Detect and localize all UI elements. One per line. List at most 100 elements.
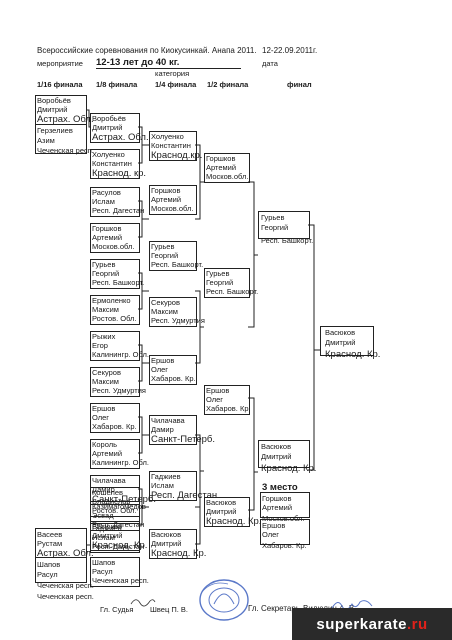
qf-name: Гурьев [151,242,175,251]
qf-name: Дмитрий [151,539,182,548]
r8-region: Ростов. Обл. [92,314,137,323]
qf-name: Георгий [151,251,179,260]
winner-name: Дмитрий [325,338,356,347]
r8-name: Расул [92,567,113,576]
final-slot-2 [258,440,310,468]
r8-slot [90,295,140,325]
sf-region: Краснод. Кр. [206,516,262,527]
qf-slot [149,297,197,327]
r16-name: Шапов [37,560,61,569]
qf-name: Гаджиев [151,472,181,481]
qf-name: Васюков [151,530,182,539]
round-header-r16: 1/16 финала [37,80,83,89]
official-stamp [199,579,249,621]
r8-slot [90,403,140,433]
r8-region: Калинингр. Обл. [92,350,149,359]
r8-slot [90,113,140,143]
r8-region: Астрах. Обл. [92,132,149,143]
tournament-dates: 12-22.09.2011г. [262,46,318,55]
r8-slot [90,521,140,551]
r8-name: Егор [92,341,108,350]
r8-region: Респ. Дагестан [92,206,145,215]
r8-region: Хабаров. Кр. [92,422,137,431]
r16-region: Чеченская респ. [37,581,94,590]
r8-name: Чилачава [92,476,126,485]
qf-name: Олег [151,365,169,374]
qf-name: Чилачава [151,416,185,425]
qf-region: Краснод.кр. [151,150,203,161]
qf-slot [149,131,197,161]
secretary-signature [331,600,373,610]
r8-name: Владислав [92,497,131,506]
r8-name: Холуенко [92,150,125,159]
winner-region: Краснод. Кр. [325,349,381,360]
r8-region: Москов.обл. [92,242,135,251]
watermark-accent: .ru [406,615,428,633]
qf-region: Краснод. Кр. [151,548,207,559]
qf-region: Москов.обл. [151,204,194,213]
final-name: Васюков [261,442,292,451]
r8-region: Респ. Удмуртия [92,386,146,395]
qf-slot [149,529,197,559]
qf-region: Респ. Дагестан [151,490,218,501]
qf-name: Константин [151,141,191,150]
qf-name: Артемий [151,195,182,204]
r8-name: Казимагомедов [92,502,146,511]
qf-slot [149,241,197,271]
judge-signature [130,599,156,607]
r16-name: Васеев [37,530,63,539]
qf-name: Холуенко [151,132,184,141]
qf-slot [149,471,197,501]
sf-region: Респ. Башкорт. [206,287,259,296]
r8-name: Гурьев [92,260,116,269]
r8-region: Краснод. Кр. [92,540,148,551]
r8-name: Васюков [92,522,123,531]
r8-name: Рыжих [92,332,116,341]
third-place-label: 3 место [262,482,298,493]
sf-slot [204,268,250,298]
round-header-r8: 1/8 финала [96,80,138,89]
third-place-name: Горшков [262,494,292,503]
qf-slot [149,415,197,445]
category-value: 12-13 лет до 40 кг. [96,57,180,68]
tournament-title: Всероссийские соревнования по Киокусинка… [37,46,257,55]
qf-name: Горшков [151,186,181,195]
r8-name: Шапов [92,558,116,567]
sf-slot [204,153,250,183]
r8-name: Ермоленко [92,296,131,305]
third-place-name: Олег [262,530,280,539]
r8-name: Горшков [92,224,122,233]
r8-region: Чеченская респ. [92,576,149,585]
winner-name: Васюков [325,328,356,337]
r8-name: Артемий [92,449,123,458]
category-underline [96,68,241,69]
final-slot-1 [258,211,310,239]
r8-name: Гаджиев [92,524,122,533]
r8-name: Эсвад [92,511,114,520]
r8-region: Респ. Башкорт. [92,278,145,287]
sf-name: Гурьев [206,269,230,278]
r16-name: Дмитрий [37,105,68,114]
r8-region: Респ. Дагестан [92,542,145,551]
r8-name: Ислам [92,197,115,206]
final-name: Георгий [261,223,289,232]
final-region: Респ. Башкорт. [261,236,314,245]
r16-match-2-bottom [35,557,87,583]
r8-slot [90,223,140,253]
round-header-final: финал [287,80,312,89]
r8-slot [90,367,140,397]
sf-name: Горшков [206,154,236,163]
final-name: Дмитрий [261,452,292,461]
date-label: дата [262,59,278,68]
r16-name: Рустам [37,539,63,548]
category-label: категория [155,69,190,78]
sf-name: Ершов [206,386,230,395]
r16-name: Расул [37,570,58,579]
r16-name: Азим [37,136,55,145]
qf-name: Максим [151,307,178,316]
third-place-slot-2 [260,519,310,545]
secretary-label: Гл. Секретарь [248,604,300,613]
sf-region: Москов.обл. [206,172,249,181]
r8-name: Воробьёв [92,114,126,123]
r8-region: Респ. Дагестан [92,520,145,529]
